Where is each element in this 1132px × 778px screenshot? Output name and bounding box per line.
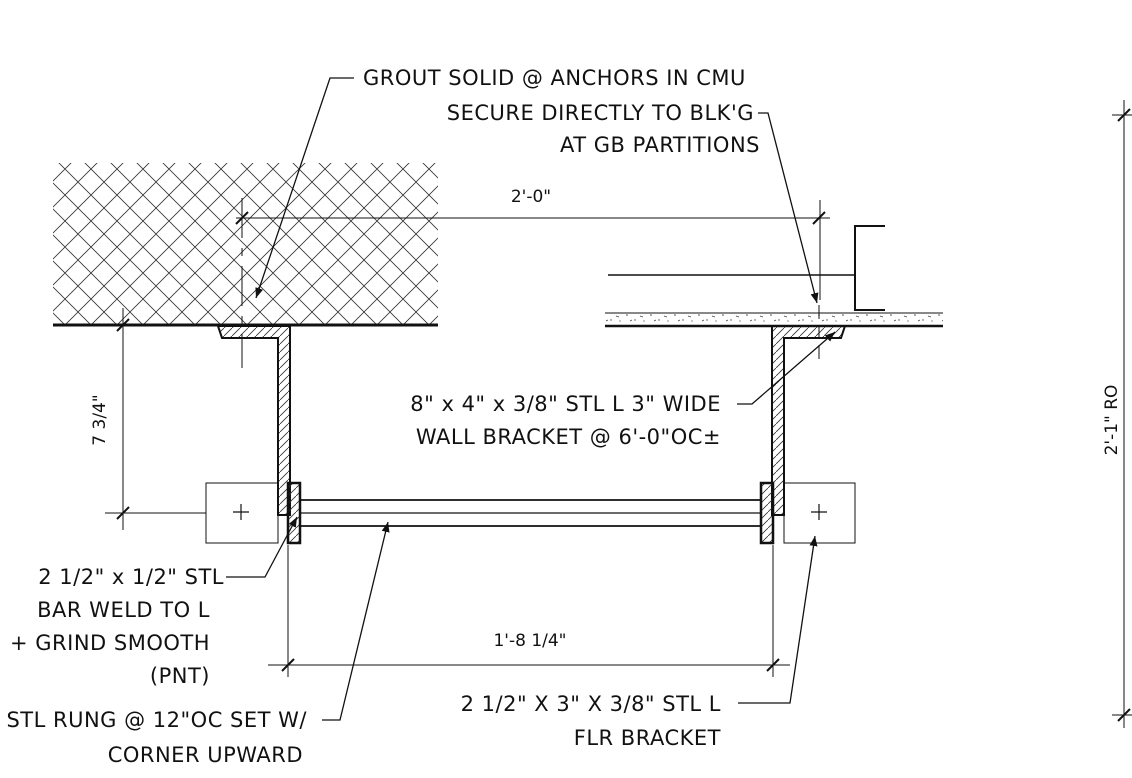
note-wall-bracket: 8" x 4" x 3/8" STL L 3" WIDE WALL BRACKE… bbox=[410, 392, 721, 449]
dimension-left-text: 7 3/4" bbox=[90, 394, 110, 445]
dimension-top: 2'-0" bbox=[235, 187, 830, 300]
leader-lines bbox=[226, 77, 836, 721]
left-wall-bracket bbox=[216, 325, 291, 516]
left-steel-bar bbox=[286, 481, 302, 545]
svg-text:(PNT): (PNT) bbox=[150, 664, 210, 688]
dimension-right-text: 2'-1" RO bbox=[1102, 385, 1122, 456]
svg-text:AT GB PARTITIONS: AT GB PARTITIONS bbox=[560, 133, 760, 157]
note-rung: STL RUNG @ 12"OC SET W/ CORNER UPWARD bbox=[6, 708, 307, 767]
svg-text:WALL BRACKET @ 6'-0"OC±: WALL BRACKET @ 6'-0"OC± bbox=[416, 425, 721, 449]
svg-text:STL RUNG @ 12"OC SET W/: STL RUNG @ 12"OC SET W/ bbox=[6, 708, 307, 732]
svg-text:BAR WELD TO L: BAR WELD TO L bbox=[37, 598, 210, 622]
dimension-left: 7 3/4" bbox=[90, 308, 206, 530]
left-anchor bbox=[205, 482, 279, 544]
ladder-rung bbox=[300, 499, 761, 527]
dimension-right: 2'-1" RO bbox=[1102, 100, 1132, 728]
svg-text:SECURE DIRECTLY TO BLK'G: SECURE DIRECTLY TO BLK'G bbox=[447, 101, 754, 125]
svg-text:GROUT SOLID @ ANCHORS IN CMU: GROUT SOLID @ ANCHORS IN CMU bbox=[363, 66, 746, 90]
svg-text:2 1/2" X 3" X 3/8" STL L: 2 1/2" X 3" X 3/8" STL L bbox=[461, 692, 721, 716]
right-anchor bbox=[783, 482, 856, 544]
dimension-bottom-text: 1'-8 1/4" bbox=[493, 631, 566, 651]
floor-slab bbox=[605, 312, 943, 328]
right-steel-bar bbox=[759, 481, 775, 545]
svg-text:2 1/2" x 1/2" STL: 2 1/2" x 1/2" STL bbox=[38, 565, 224, 589]
partition-frame bbox=[608, 225, 885, 311]
svg-text:FLR BRACKET: FLR BRACKET bbox=[574, 726, 721, 750]
dimension-bottom: 1'-8 1/4" bbox=[268, 545, 790, 677]
note-floor-bracket: 2 1/2" X 3" X 3/8" STL L FLR BRACKET bbox=[461, 692, 721, 750]
note-grout: GROUT SOLID @ ANCHORS IN CMU SECURE DIRE… bbox=[363, 66, 760, 157]
svg-text:CORNER UPWARD: CORNER UPWARD bbox=[108, 743, 303, 767]
dimension-top-text: 2'-0" bbox=[511, 187, 551, 207]
cmu-wall bbox=[53, 163, 438, 327]
note-bar: 2 1/2" x 1/2" STL BAR WELD TO L + GRIND … bbox=[10, 565, 224, 688]
svg-text:+ GRIND SMOOTH: + GRIND SMOOTH bbox=[10, 631, 210, 655]
svg-text:8" x 4" x 3/8" STL L 3" WIDE: 8" x 4" x 3/8" STL L 3" WIDE bbox=[410, 392, 721, 416]
